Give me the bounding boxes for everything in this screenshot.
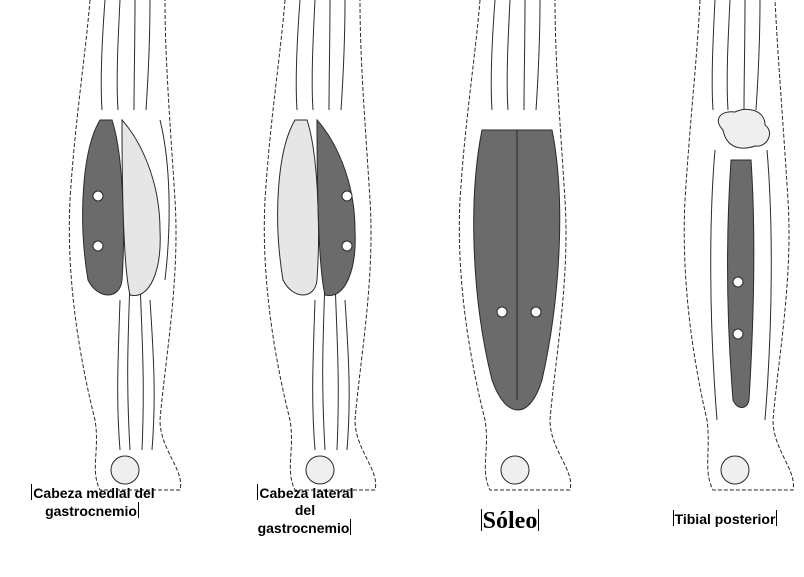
- lateral-head-highlight: [317, 120, 355, 296]
- panel-tibialis-posterior: Tibial posterior: [605, 0, 804, 577]
- caption-medial-gastrocnemius: Cabeza medial del gastrocnemio: [10, 484, 175, 520]
- leg-illustration: [605, 0, 804, 500]
- leg-illustration: [30, 0, 230, 500]
- medial-head-highlight: [83, 120, 124, 295]
- panel-lateral-gastrocnemius: Cabeza lateral del gastrocnemio: [225, 0, 425, 577]
- knee-bone: [718, 109, 769, 148]
- panel-medial-gastrocnemius: Cabeza medial del gastrocnemio: [30, 0, 230, 577]
- leg-illustration: [420, 0, 620, 500]
- caption-soleus: Sóleo: [450, 508, 570, 534]
- caption-tibialis-posterior: Tibial posterior: [650, 510, 800, 528]
- leg-illustration: [225, 0, 425, 500]
- caption-lateral-gastrocnemius: Cabeza lateral del gastrocnemio: [235, 484, 375, 537]
- panel-soleus: Sóleo: [420, 0, 620, 577]
